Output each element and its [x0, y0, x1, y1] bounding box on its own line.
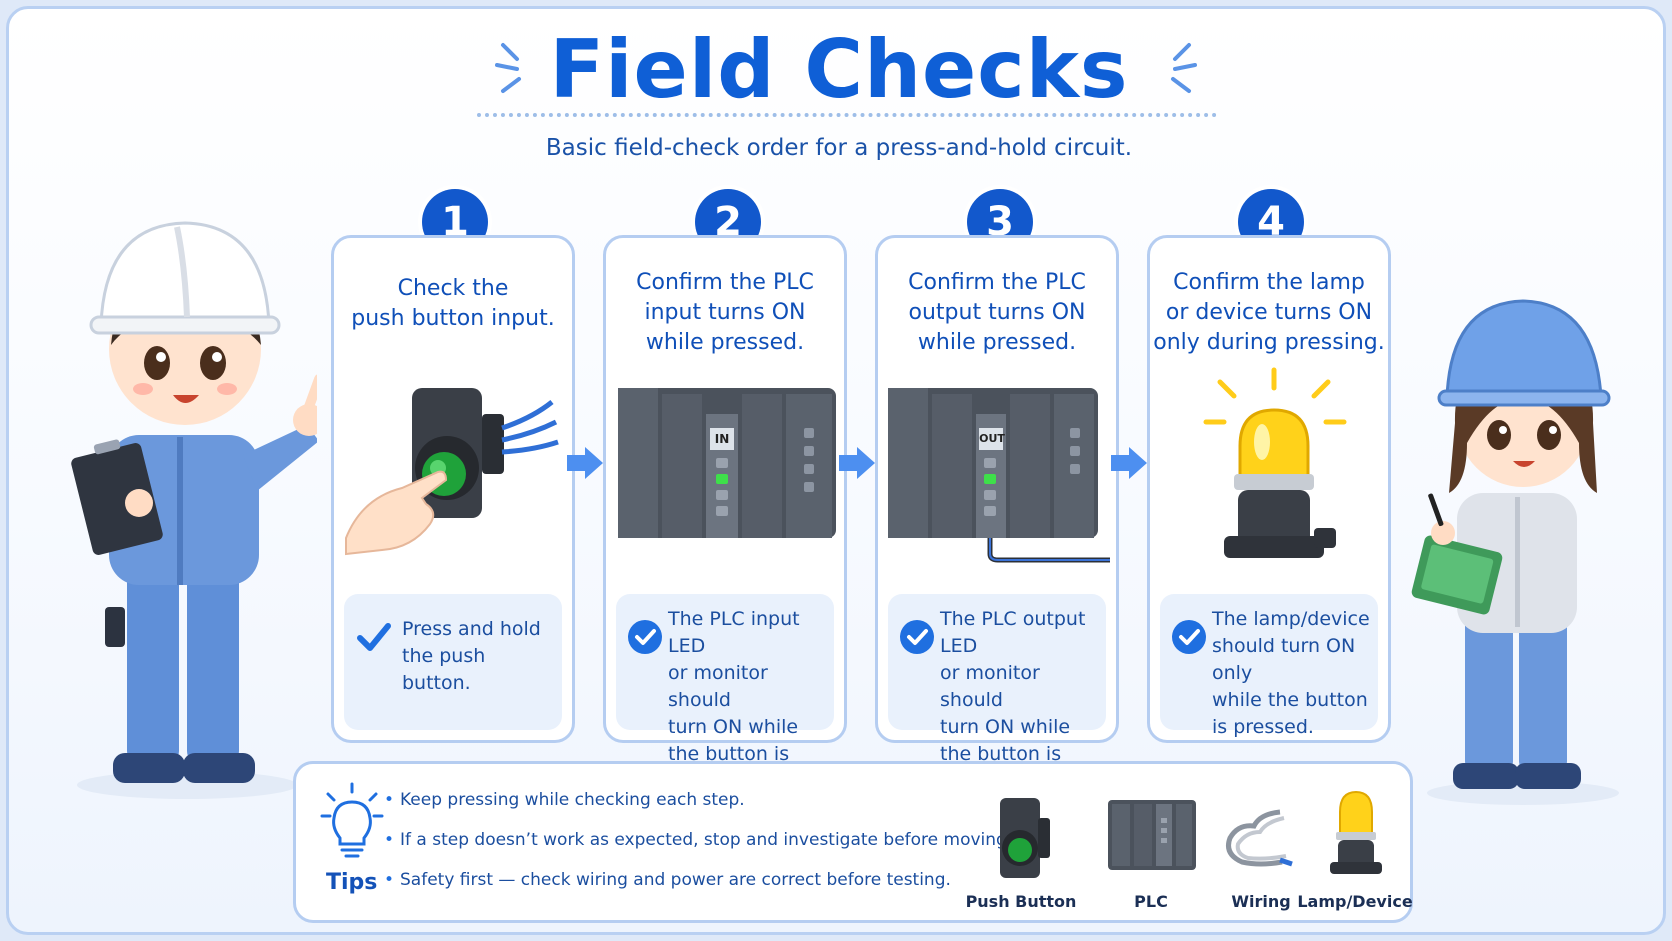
plc-output-module-label: OUT [979, 432, 1005, 445]
lightbulb-icon [320, 782, 384, 858]
part-label-wiring: Wiring [1231, 892, 1291, 911]
tip-item: Safety first — check wiring and power ar… [384, 870, 951, 890]
step-1-note-text: Press and hold the push button. [402, 618, 541, 694]
tips-label: Tips [326, 870, 378, 895]
plc-input-module-label: IN [714, 432, 730, 446]
worker-man-illustration [71, 221, 317, 799]
push-button-icon [1000, 798, 1050, 878]
plc-output-illustration [888, 388, 1110, 563]
step-card-4: Confirm the lamp or device turns ON only… [1147, 235, 1391, 743]
arrow-right-icon [1111, 447, 1147, 479]
wiring-icon [1226, 809, 1293, 867]
check-circle-icon [1172, 620, 1206, 654]
arrow-right-icon [839, 447, 875, 479]
step-card-2: Confirm the PLC input turns ON while pre… [603, 235, 847, 792]
worker-woman-illustration [1411, 299, 1619, 805]
page-title: Field Checks [549, 23, 1129, 116]
arrow-right-icon [567, 447, 603, 479]
part-label-lamp-device: Lamp/Device [1297, 892, 1413, 911]
check-mark-icon [357, 623, 391, 651]
tip-item: If a step doesn’t work as expected, stop… [384, 830, 1039, 850]
tips-panel: Tips Keep pressing while checking each s… [293, 761, 1413, 923]
step-3-note-text: The PLC output LED or monitor should tur… [940, 608, 1086, 792]
step-4-heading: Confirm the lamp or device turns ON only… [1153, 270, 1385, 355]
plc-input-illustration [618, 388, 836, 538]
part-label-push-button: Push Button [965, 892, 1077, 911]
check-circle-icon [900, 620, 934, 654]
step-3-heading: Confirm the PLC output turns ON while pr… [908, 270, 1086, 355]
step-1-note: Press and hold the push button. [344, 594, 562, 730]
push-button-press-illustration [345, 388, 559, 556]
step-4-note-text: The lamp/device should turn ON only whil… [1212, 608, 1370, 738]
spark-lines-right-icon [1171, 43, 1197, 93]
step-card-1: Check the push button input. Press and h… [331, 235, 575, 743]
warning-lamp-illustration [1203, 367, 1347, 558]
step-4-note: The lamp/device should turn ON only whil… [1160, 594, 1378, 738]
step-3-note: The PLC output LED or monitor should tur… [888, 594, 1106, 792]
step-2-note-text: The PLC input LED or monitor should turn… [668, 608, 800, 792]
tip-item: Keep pressing while checking each step. [384, 790, 745, 810]
step-card-3: Confirm the PLC output turns ON while pr… [875, 235, 1119, 792]
infographic-frame: Field Checks Basic field-check order for… [6, 6, 1666, 935]
title-divider [477, 113, 1217, 117]
step-2-heading: Confirm the PLC input turns ON while pre… [636, 270, 814, 355]
step-1-heading: Check the push button input. [351, 276, 555, 331]
plc-icon [1108, 800, 1196, 870]
page-subtitle: Basic field-check order for a press-and-… [545, 135, 1133, 161]
check-circle-icon [628, 620, 662, 654]
lamp-icon [1330, 790, 1382, 874]
spark-lines-left-icon [495, 43, 521, 93]
part-label-plc: PLC [1134, 892, 1168, 911]
step-2-note: The PLC input LED or monitor should turn… [616, 594, 834, 792]
